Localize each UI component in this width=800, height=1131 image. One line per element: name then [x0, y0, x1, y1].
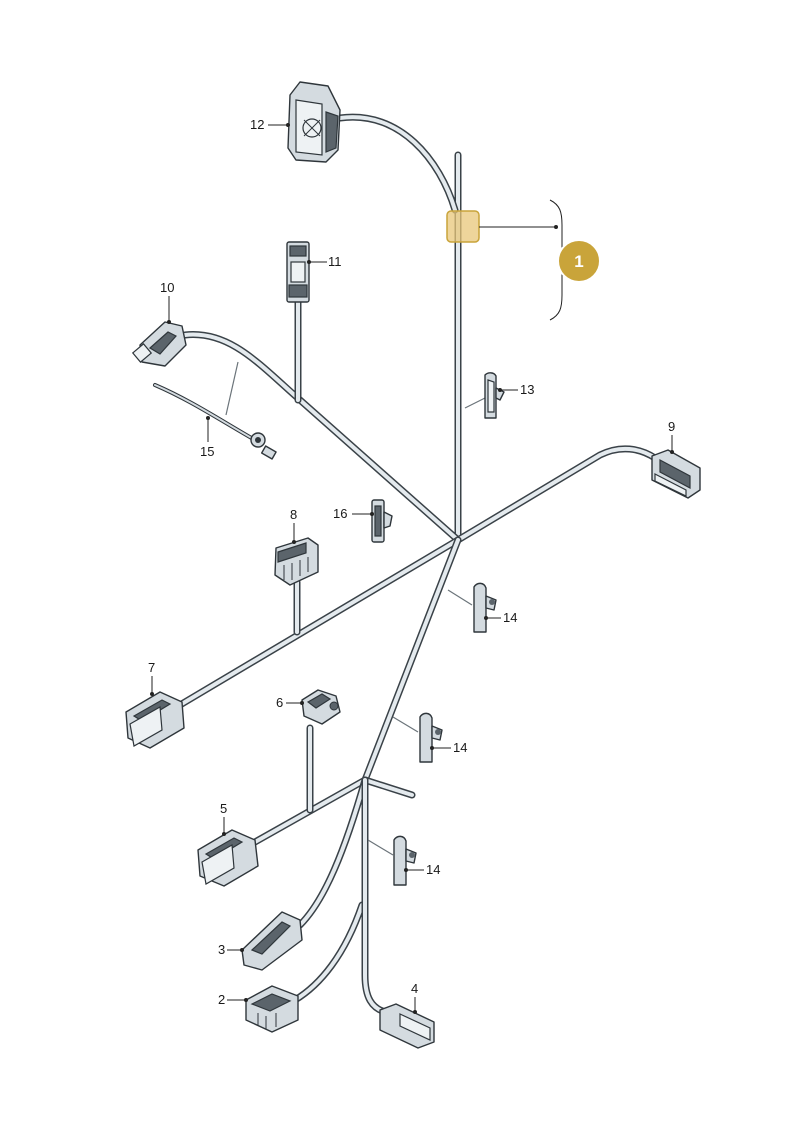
svg-text:14: 14 — [453, 740, 467, 755]
label-2: 2 — [218, 992, 248, 1007]
clip-13[interactable] — [484, 372, 505, 419]
connector-5[interactable] — [197, 829, 259, 887]
connector-9[interactable] — [651, 449, 701, 499]
svg-text:13: 13 — [520, 382, 534, 397]
connector-12[interactable] — [287, 81, 341, 163]
label-5: 5 — [220, 801, 227, 836]
label-4: 4 — [411, 981, 418, 1014]
svg-text:15: 15 — [200, 444, 214, 459]
svg-text:16: 16 — [333, 506, 347, 521]
svg-text:7: 7 — [148, 660, 155, 675]
cable-tie-15 — [153, 361, 277, 460]
label-7: 7 — [148, 660, 155, 696]
label-9: 9 — [668, 419, 675, 454]
svg-text:11: 11 — [328, 254, 342, 269]
svg-text:12: 12 — [250, 117, 264, 132]
connector-8[interactable] — [274, 537, 319, 586]
svg-text:8: 8 — [290, 507, 297, 522]
label-6: 6 — [276, 695, 304, 710]
label-16: 16 — [333, 506, 374, 521]
callout-badge-label: 1 — [574, 252, 583, 271]
clip-16[interactable] — [371, 499, 393, 543]
svg-text:6: 6 — [276, 695, 283, 710]
connector-10[interactable] — [131, 321, 187, 367]
connector-2[interactable] — [245, 985, 299, 1033]
svg-text:5: 5 — [220, 801, 227, 816]
svg-text:9: 9 — [668, 419, 675, 434]
label-14-lower: 14 — [404, 862, 440, 877]
connector-7[interactable] — [125, 691, 185, 749]
connector-4[interactable] — [379, 1003, 435, 1049]
label-12: 12 — [250, 117, 290, 132]
harness-highlight-region[interactable] — [446, 210, 480, 243]
label-15: 15 — [200, 416, 214, 459]
clip-14-upper[interactable] — [473, 582, 497, 633]
clip-14-middle[interactable] — [419, 712, 443, 763]
clip-14-lower[interactable] — [393, 835, 417, 886]
connector-3[interactable] — [241, 911, 303, 971]
connector-11[interactable] — [286, 241, 310, 303]
svg-text:14: 14 — [426, 862, 440, 877]
harness-wires — [176, 113, 659, 1016]
label-14-upper: 14 — [484, 610, 517, 625]
svg-text:2: 2 — [218, 992, 225, 1007]
svg-text:14: 14 — [503, 610, 517, 625]
clip-leaders — [367, 397, 486, 856]
label-8: 8 — [290, 507, 297, 544]
svg-text:10: 10 — [160, 280, 174, 295]
label-3: 3 — [218, 942, 244, 957]
label-10: 10 — [160, 280, 174, 324]
connector-6[interactable] — [301, 689, 341, 725]
label-11: 11 — [307, 254, 342, 269]
callout-badge[interactable]: 1 — [557, 239, 601, 283]
label-13: 13 — [498, 382, 534, 397]
svg-text:3: 3 — [218, 942, 225, 957]
label-14-middle: 14 — [430, 740, 467, 755]
callout-bracket — [479, 199, 563, 321]
svg-text:4: 4 — [411, 981, 418, 996]
